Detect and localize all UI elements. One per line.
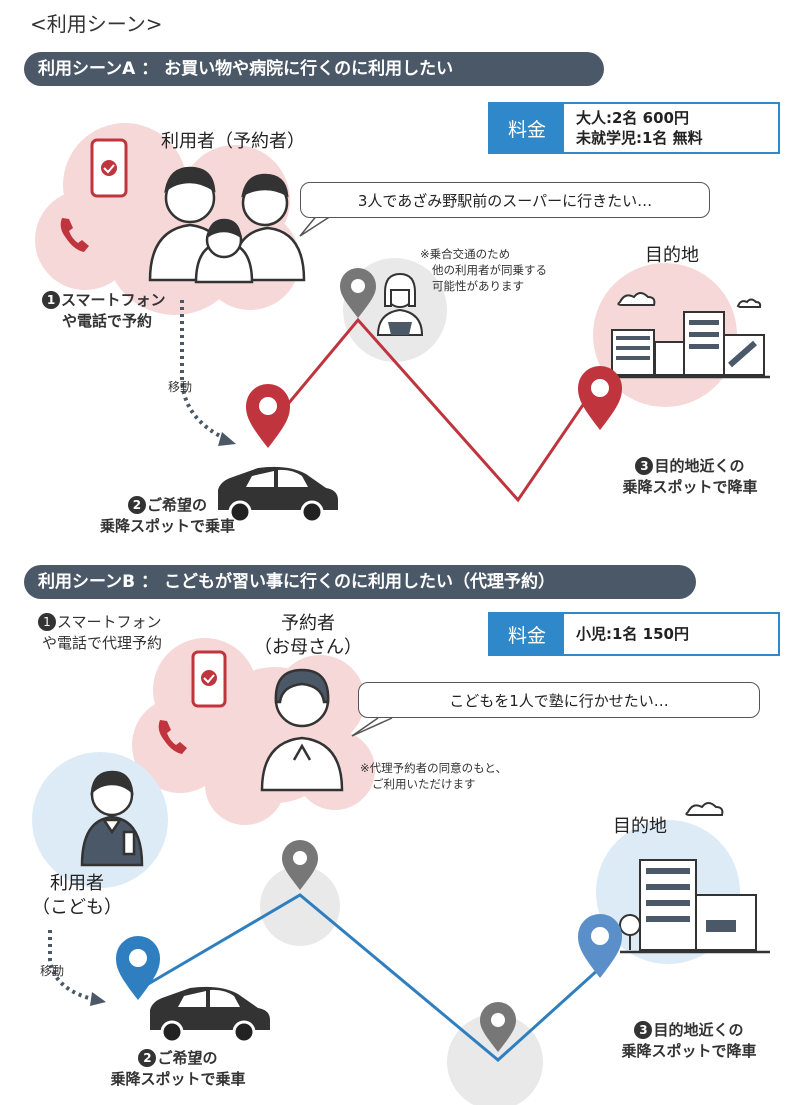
step-text: 乗降スポットで乗車 [99, 517, 235, 535]
scene-b-destination-label: 目的地 [613, 816, 667, 837]
family-icon [148, 166, 306, 284]
step-number: 2 [127, 496, 146, 514]
building-icon [619, 802, 770, 954]
label-line: （こども） [32, 897, 122, 918]
scene-b-reserver-label: 予約者 （お母さん） [248, 612, 368, 660]
scene-b-pin-start [116, 936, 160, 1000]
scene-b-fee-box: 料金 小児:1名 150円 [488, 612, 780, 656]
note-line: 他の利用者が同乗する [432, 263, 547, 277]
pin-bg-1 [260, 866, 340, 946]
scene-a-route-line [266, 317, 602, 503]
fee-label: 料金 [490, 614, 564, 654]
scene-b-pin-end [578, 914, 622, 978]
move-arrowhead [218, 432, 236, 446]
scene-b-pin-middle-1 [282, 840, 318, 890]
mother-icon [260, 668, 344, 792]
step-text: 乗降スポットで降車 [622, 478, 758, 496]
note-line: 可能性があります [432, 279, 524, 293]
passenger-woman-icon [376, 272, 424, 336]
fee-line-child: 未就学児:1名 無料 [576, 129, 703, 147]
step-text: や電話で代理予約 [42, 634, 163, 652]
move-dotted-arrow [180, 300, 229, 442]
scene-a-pin-middle [340, 268, 376, 318]
fee-label: 料金 [490, 104, 564, 152]
speech-tail [351, 717, 393, 737]
step-number: 3 [635, 457, 654, 475]
page-title: <利用シーン> [30, 12, 163, 36]
label-line: （お母さん） [254, 637, 362, 658]
scene-a-destination-label: 目的地 [645, 245, 699, 266]
step-number: 3 [634, 1021, 653, 1039]
buildings-icon [600, 292, 770, 379]
scene-b-user-label: 利用者 （こども） [22, 872, 132, 920]
scene-a-pin-start [246, 384, 290, 448]
note-line: ※代理予約者の同意のもと、 [360, 761, 507, 775]
step-number: 2 [138, 1049, 157, 1067]
smartphone-icon [90, 138, 128, 198]
scene-a-user-label: 利用者（予約者） [161, 131, 305, 152]
move-dotted-arrow [48, 930, 97, 1002]
step-text: ご希望の [157, 1049, 218, 1067]
scene-b-speech-bubble: こどもを1人で塾に行かせたい… [358, 682, 760, 718]
scene-b-pin-middle-2 [480, 1002, 516, 1052]
step-text: 目的地近くの [653, 1021, 744, 1039]
move-arrowhead [90, 992, 106, 1006]
note-line: ※乗合交通のため [420, 247, 511, 261]
car-icon-b [150, 986, 270, 1044]
child-icon [80, 770, 144, 867]
step-text: ご希望の [146, 496, 207, 514]
telephone-icon [60, 218, 89, 252]
scene-b-banner: 利用シーンB ： こどもが習い事に行くのに利用したい（代理予約） [24, 565, 696, 599]
step-text: 目的地近くの [654, 457, 745, 475]
step-number: 1 [38, 613, 56, 631]
scene-a-fee-box: 料金 大人:2名 600円 未就学児:1名 無料 [488, 102, 780, 154]
smartphone-icon [191, 650, 227, 708]
fee-line-adult: 大人:2名 600円 [576, 109, 689, 127]
scene-a-note: ※乗合交通のため 他の利用者が同乗する 可能性があります [420, 246, 590, 294]
step-text: スマートフォン [57, 613, 162, 631]
step-number: 1 [42, 291, 60, 309]
step-text: や電話で予約 [62, 312, 153, 330]
speech-tail [299, 213, 335, 237]
scene-a-banner: 利用シーンA ： お買い物や病院に行くのに利用したい [24, 52, 604, 86]
scene-a-move-label: 移動 [168, 380, 193, 394]
fee-line-child: 小児:1名 150円 [576, 625, 689, 643]
car-icon-a [218, 466, 338, 524]
step-text: 乗降スポットで乗車 [110, 1070, 246, 1088]
scene-b-move-label: 移動 [40, 964, 65, 978]
scene-b-route-line [137, 893, 602, 1062]
scene-b-note: ※代理予約者の同意のもと、 ご利用いただけます [360, 760, 580, 792]
label-line: 予約者 [281, 613, 335, 634]
step-text: スマートフォン [61, 291, 166, 309]
scene-a-pin-end [578, 366, 622, 430]
label-line: 利用者 [50, 873, 104, 894]
step-text: 乗降スポットで降車 [621, 1042, 757, 1060]
scene-a-speech-bubble: 3人であざみ野駅前のスーパーに行きたい… [300, 182, 710, 218]
telephone-icon [158, 720, 187, 754]
note-line: ご利用いただけます [372, 777, 476, 791]
